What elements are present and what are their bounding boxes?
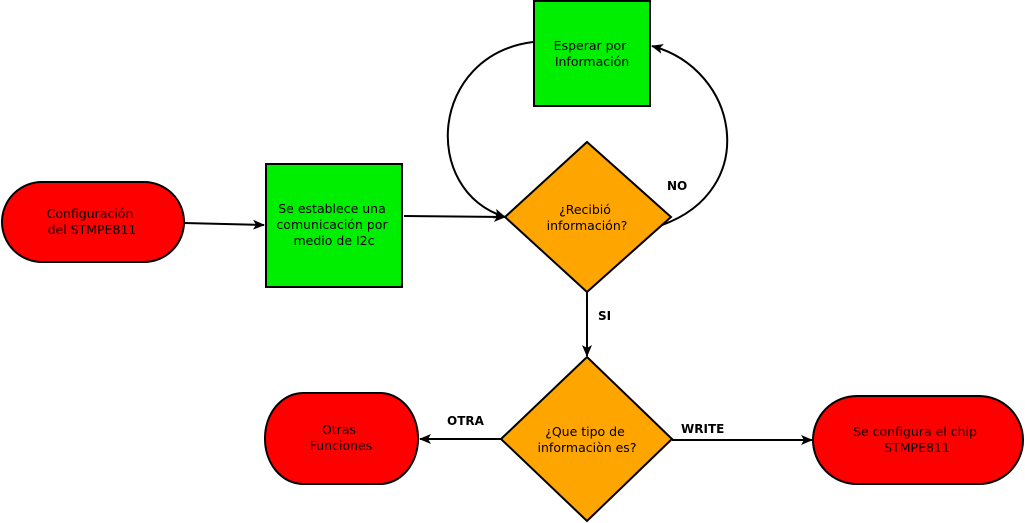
svg-text:Otras Funciones: Otras Funciones xyxy=(310,422,372,453)
edge-received-no-to-wait xyxy=(651,44,729,226)
edge-label-write: WRITE xyxy=(681,422,724,436)
node-text-line: Esperar por xyxy=(554,38,628,53)
node-text-line: STMPE811 xyxy=(884,440,950,455)
decision-shape xyxy=(499,355,674,523)
node-text-line: Funciones xyxy=(310,438,372,453)
node-text-line: comunicación por xyxy=(276,217,388,232)
node-text-line: ¿Que tipo de xyxy=(545,424,625,439)
svg-text:Esperar por Información: Esperar por Información xyxy=(554,38,631,69)
node-wait: Esperar por Información xyxy=(533,0,651,107)
node-text-line: del STMPE811 xyxy=(48,222,137,237)
node-text-line: Se establece una xyxy=(278,201,386,216)
edge-config-to-i2c xyxy=(183,219,265,230)
terminal-shape xyxy=(264,392,419,485)
terminal-shape xyxy=(812,395,1024,485)
svg-text:¿Que tipo de informaciòn: ¿Que tipo de informaciòn es? xyxy=(538,424,637,455)
node-text-line: ¿Recibió xyxy=(559,202,611,217)
node-chip: Se configura el chip STMPE811 xyxy=(812,395,1024,485)
svg-text:Configuración del STMPE8: Configuración del STMPE811 xyxy=(47,206,138,237)
node-text-line: información? xyxy=(547,218,628,233)
edge-label-otra: OTRA xyxy=(447,414,485,428)
decision-shape xyxy=(503,140,673,294)
svg-text:Se configura el chip STM: Se configura el chip STMPE811 xyxy=(853,424,981,455)
svg-text:¿Recibió información?: ¿Recibió información? xyxy=(547,202,628,233)
node-text-line: medio de I2c xyxy=(293,233,374,248)
process-shape xyxy=(533,0,651,107)
node-text-line: Información xyxy=(555,54,629,69)
terminal-shape xyxy=(1,181,185,263)
node-text-line: Configuración xyxy=(47,206,134,221)
node-received: ¿Recibió información? xyxy=(503,140,673,294)
edge-wait-to-received xyxy=(446,41,534,219)
node-text-line: informaciòn es? xyxy=(538,440,637,455)
node-config: Configuración del STMPE811 xyxy=(1,181,185,263)
process-shape xyxy=(265,163,403,288)
svg-text:Se establece una comunic: Se establece una comunicación por medio … xyxy=(276,201,391,248)
node-type: ¿Que tipo de informaciòn es? xyxy=(499,355,674,523)
node-text-line: Se configura el chip xyxy=(853,424,977,439)
edge-label-no: NO xyxy=(667,179,687,193)
node-text-line: Otras xyxy=(322,422,356,437)
node-i2c: Se establece una comunicación por medio … xyxy=(265,163,403,288)
edge-i2c-to-received xyxy=(403,211,506,222)
edge-label-si: SI xyxy=(598,309,611,323)
node-other: Otras Funciones xyxy=(264,392,419,485)
